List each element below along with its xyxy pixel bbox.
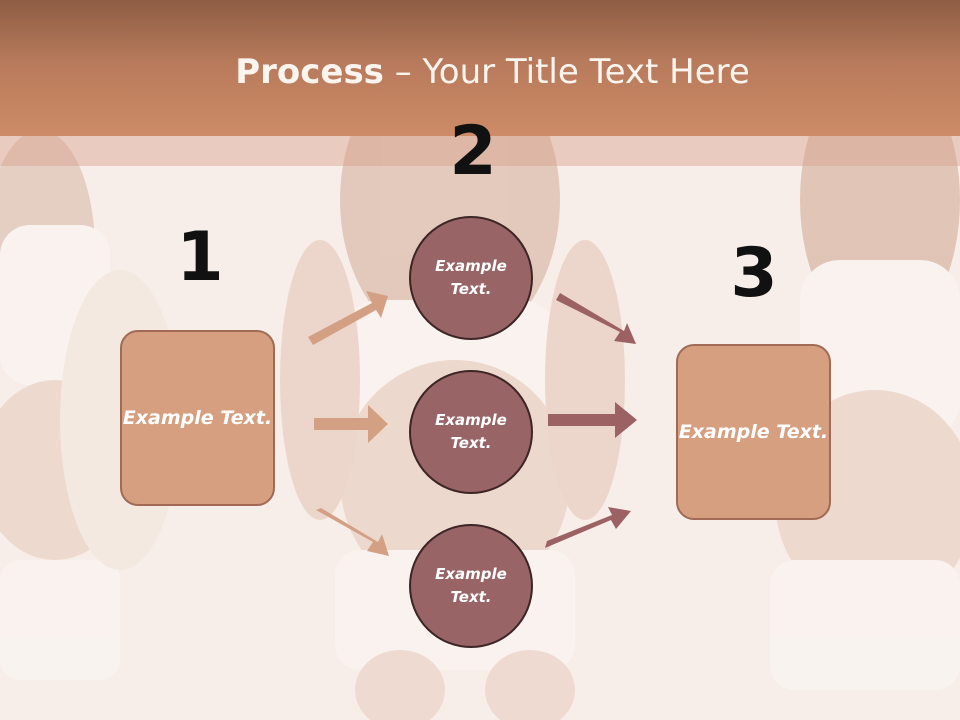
page-title: Process – Your Title Text Here bbox=[0, 52, 960, 92]
step-2-circle-middle: Example Text. bbox=[409, 370, 533, 494]
circle-text: Example Text. bbox=[435, 565, 507, 606]
title-sub-band bbox=[0, 136, 960, 166]
step-1-box: Example Text. bbox=[120, 330, 275, 506]
step-1-text: Example Text. bbox=[122, 406, 273, 429]
arrow-right-bottom bbox=[545, 507, 631, 548]
step-number-1: 1 bbox=[176, 218, 224, 297]
arrow-right-top bbox=[556, 293, 636, 344]
step-2-circle-bottom: Example Text. bbox=[409, 524, 533, 648]
step-3-box: Example Text. bbox=[676, 344, 831, 520]
step-number-3: 3 bbox=[730, 234, 778, 313]
arrow-right-middle bbox=[548, 402, 637, 438]
title-bar bbox=[0, 0, 960, 136]
title-bold: Process bbox=[235, 52, 384, 92]
step-3-text: Example Text. bbox=[678, 420, 829, 443]
arrow-left-top bbox=[308, 291, 388, 345]
title-rest: – Your Title Text Here bbox=[383, 52, 750, 92]
circle-text: Example Text. bbox=[435, 257, 507, 298]
arrow-left-middle bbox=[314, 405, 388, 443]
step-number-2: 2 bbox=[449, 112, 497, 191]
step-2-circle-top: Example Text. bbox=[409, 216, 533, 340]
circle-text: Example Text. bbox=[435, 411, 507, 452]
arrow-left-bottom bbox=[316, 508, 389, 556]
